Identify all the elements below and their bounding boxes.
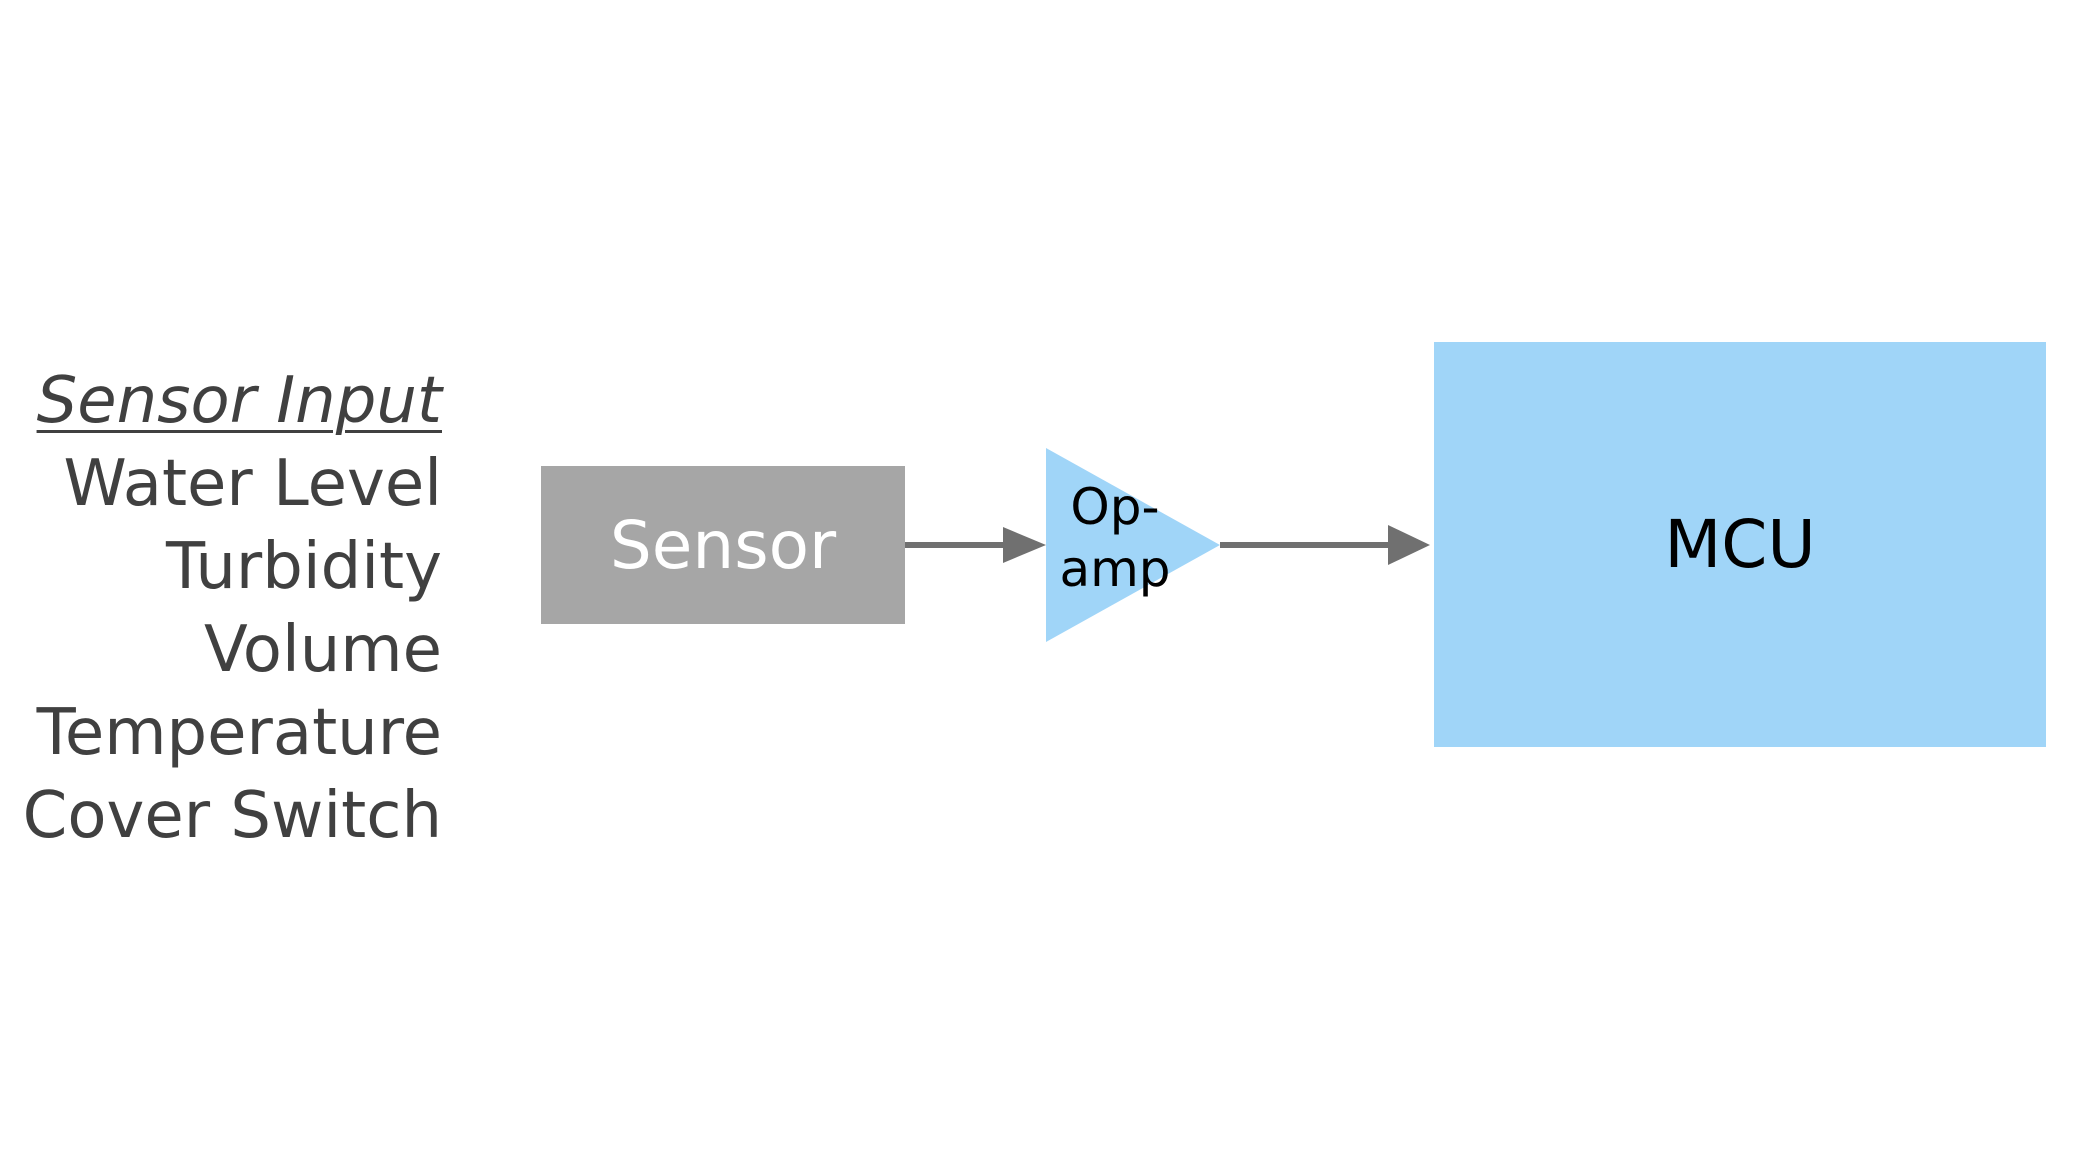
mcu-block-label: MCU [1664,506,1816,583]
opamp-label-line2: amp [1059,540,1171,598]
sensor-block-label: Sensor [609,506,837,584]
arrow-sensor-to-opamp [905,527,1046,563]
sensor-input-heading: Sensor Input [36,364,442,438]
sensor-input-item: Cover Switch [22,779,442,853]
opamp-label: Op- amp [1040,476,1190,600]
sensor-block: Sensor [541,466,905,624]
opamp-label-line1: Op- [1070,478,1160,536]
sensor-input-item: Temperature [36,696,442,770]
arrow-opamp-to-mcu [1220,525,1430,565]
sensor-input-item: Turbidity [165,530,442,604]
opamp-triangle [1046,448,1220,642]
mcu-block: MCU [1434,342,2046,747]
sensor-input-item: Volume [203,613,442,687]
sensor-input-list: Sensor Input Water Level Turbidity Volum… [23,360,442,858]
sensor-input-item: Water Level [63,447,442,521]
